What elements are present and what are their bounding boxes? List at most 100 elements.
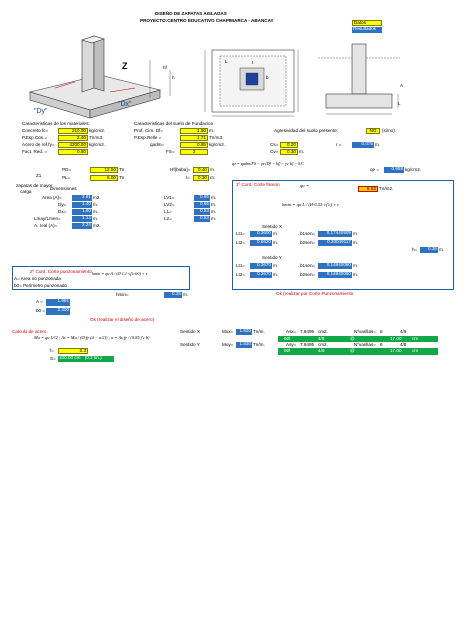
mux-result: 1.830 bbox=[236, 328, 252, 335]
hmin-label: hmin= bbox=[116, 292, 129, 297]
y-lt2-unit: m. bbox=[273, 272, 279, 277]
x-b1-unit: m. bbox=[353, 231, 359, 236]
asy-label: Asy= bbox=[286, 342, 297, 347]
bar-x-at: @ bbox=[350, 336, 355, 341]
h-label: h= bbox=[412, 247, 418, 252]
asy-value: 7.8495 bbox=[300, 342, 315, 347]
prelle-label: P.Esp.Relle = bbox=[134, 135, 162, 140]
fy-input[interactable]: 4200.00 bbox=[58, 142, 88, 148]
nsy-diam: 4/8 bbox=[400, 342, 407, 347]
l1-label: L1= bbox=[164, 209, 172, 214]
pl-input[interactable]: 6.00 bbox=[90, 175, 118, 181]
prelle-input[interactable]: 1.71 bbox=[180, 135, 208, 141]
nsx-diam: 4/8 bbox=[400, 329, 407, 334]
dx-label: Dx= bbox=[58, 209, 67, 214]
r-result: 0.075 bbox=[352, 141, 374, 148]
label-z: Z bbox=[122, 61, 128, 71]
dy-unit: m. bbox=[93, 202, 99, 207]
punching-formula: hmin = qu·A / (Ø·1.1·√f'c·b0) + r bbox=[92, 271, 148, 276]
cs-input[interactable]: 0.20 bbox=[280, 142, 298, 148]
y-lt2-label: Lt2= bbox=[236, 272, 246, 277]
t-input[interactable]: 0.30 bbox=[193, 175, 209, 181]
lmay-unit: m. bbox=[93, 216, 99, 221]
flexion-ok: Ok (realizar por Corte Punzonamiento bbox=[276, 291, 354, 296]
cs-label: Cs= bbox=[270, 142, 279, 147]
bar-x-unit: cm bbox=[412, 336, 419, 341]
lv2-unit: m. bbox=[211, 202, 217, 207]
y-b1-label: b1sen= bbox=[300, 263, 316, 268]
nsx-label: Nºvarillas= bbox=[354, 329, 376, 334]
muy-unit: Tn/m. bbox=[253, 342, 265, 347]
punching-line1: A= Area no punzonada bbox=[14, 276, 61, 281]
bar-x-diam: 4/8 bbox=[318, 336, 325, 341]
fs-label: FS= bbox=[166, 149, 175, 154]
qe-result: 0.658 bbox=[384, 166, 404, 173]
h-result: 0.35 bbox=[420, 246, 438, 253]
a-result: 1.981 bbox=[46, 298, 70, 306]
fs-input[interactable]: 3 bbox=[180, 149, 208, 155]
qu-result: 8.53 bbox=[358, 186, 378, 192]
qe-formula: qe = qadm/FS − γs·(Df − hf) − γc·hf − S/… bbox=[232, 161, 305, 166]
bar-bottom-diam: 4/8 bbox=[318, 348, 325, 353]
areal-label: A. real (A)= bbox=[34, 223, 58, 228]
x-lt2-unit: m. bbox=[273, 240, 279, 245]
qadm-input[interactable]: 0.95 bbox=[180, 142, 208, 148]
area-label: Area (A)= bbox=[42, 195, 62, 200]
bar-x-spacing: 17.00 bbox=[390, 336, 402, 341]
x-lt1-result: 0.3600 bbox=[250, 230, 272, 237]
footing-plan-diagram bbox=[204, 49, 299, 117]
hf-input[interactable]: 0.40 bbox=[193, 167, 209, 173]
hmin-result: 0.25 bbox=[164, 291, 182, 298]
bar-bottom-unit: cm bbox=[412, 348, 419, 353]
punching-ok: Ok (realizar el diseño de acero) bbox=[90, 317, 155, 322]
x-lt2-result: 0.6620 bbox=[250, 239, 272, 246]
label-l2: L bbox=[398, 101, 401, 106]
mux-label: Mux= bbox=[222, 329, 234, 334]
hmin-formula: hmin = qu·L / (Ø·0.53·√f'c) + r bbox=[282, 202, 340, 207]
l2-label: L2= bbox=[164, 216, 172, 221]
cv-input[interactable]: 0.30 bbox=[280, 149, 298, 155]
nsy-label: Nºvarillas= bbox=[354, 342, 376, 347]
pesp-unit: Tn/m3. bbox=[89, 135, 104, 140]
pd-unit: Tn. bbox=[119, 167, 126, 172]
s-unit: cm bbox=[74, 355, 81, 360]
t-label: t= bbox=[186, 175, 190, 180]
pd-input[interactable]: 12.50 bbox=[90, 167, 118, 173]
l2-result: 0.53 bbox=[194, 215, 210, 222]
aggr-input[interactable]: NO bbox=[366, 128, 380, 134]
prelle-unit: Tn/m3. bbox=[209, 135, 224, 140]
bar-x-row: 6Ø 4/8 @ 17.00 cm bbox=[278, 336, 438, 342]
nsy-value: 6 bbox=[380, 342, 383, 347]
dim-title: Dimensiones bbox=[50, 186, 77, 191]
df-input[interactable]: 1.50 bbox=[180, 128, 208, 134]
y-b2-label: b2sen= bbox=[300, 272, 316, 277]
lv1-label: LV1= bbox=[164, 195, 175, 200]
x-lt1-label: Lt1= bbox=[236, 231, 246, 236]
asx-value: 7.8495 bbox=[300, 329, 315, 334]
hmin-unit: m. bbox=[183, 292, 189, 297]
pl-label: PL= bbox=[62, 175, 71, 180]
s-result: 100.00 cm (0.2 kn.) bbox=[58, 355, 114, 362]
dy-label: Dy= bbox=[58, 202, 67, 207]
aggr-label: Agresividad del suelo presente: bbox=[274, 128, 339, 133]
r-label: r = bbox=[336, 142, 342, 147]
l2-unit: m. bbox=[211, 216, 217, 221]
footing-diagrams bbox=[28, 35, 400, 119]
f-input[interactable]: 0.3 bbox=[58, 348, 88, 354]
x-b2-result: 0.20049117 bbox=[318, 239, 352, 246]
fc-input[interactable]: 210.00 bbox=[58, 128, 88, 134]
y-b1-unit: m. bbox=[353, 263, 359, 268]
fred-input[interactable]: 0.80 bbox=[58, 149, 88, 155]
steel-dir-x: Sentido X bbox=[180, 329, 200, 334]
label-hf: hf bbox=[163, 65, 167, 70]
pesp-input[interactable]: 2.40 bbox=[58, 135, 88, 141]
lv1-unit: m. bbox=[211, 195, 217, 200]
fy-unit: kg/cm2. bbox=[89, 142, 106, 147]
lv2-result: 0.65 bbox=[194, 201, 210, 208]
y-lt1-result: 0.3670 bbox=[250, 262, 272, 269]
punching-section bbox=[12, 266, 190, 290]
steel-dir-y: Sentido Y bbox=[180, 342, 200, 347]
qu-label: qu = bbox=[300, 183, 309, 188]
soil-title: Caracteristicas del suelo de Fundacion bbox=[134, 121, 214, 126]
label-a: A bbox=[400, 83, 404, 88]
